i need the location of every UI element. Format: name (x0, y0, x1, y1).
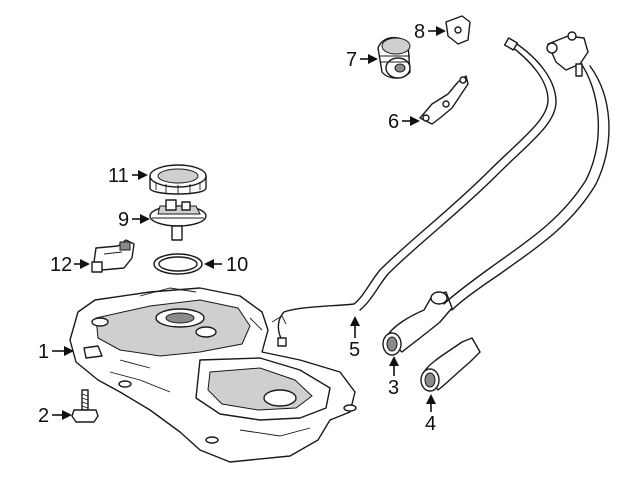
callout-3: 3 (388, 356, 399, 399)
callout-number-12: 12 (50, 254, 72, 276)
callout-4: 4 (425, 394, 436, 435)
mounting-bolt (71, 389, 99, 423)
callout-6: 6 (388, 111, 420, 133)
callout-number-5: 5 (349, 339, 360, 361)
callout-10: 10 (204, 254, 248, 276)
callout-8: 8 (414, 21, 446, 43)
callout-number-8: 8 (414, 21, 425, 43)
vapor-vent-line (271, 37, 557, 347)
callout-number-9: 9 (118, 209, 129, 231)
pump-lock-ring (149, 164, 207, 195)
mounting-bracket (419, 75, 469, 125)
filler-hose-upper (382, 291, 453, 356)
fuel-pump-module (149, 199, 207, 241)
callout-number-7: 7 (346, 49, 357, 71)
callout-12: 12 (50, 254, 90, 276)
callout-2: 2 (38, 405, 72, 427)
callout-9: 9 (118, 209, 150, 231)
callout-number-10: 10 (226, 254, 248, 276)
callout-7: 7 (346, 49, 378, 71)
rubber-bumper (377, 37, 411, 79)
filler-pipe (443, 31, 610, 311)
fuel-tank (69, 287, 357, 463)
callout-11: 11 (108, 165, 148, 187)
callout-1: 1 (38, 341, 74, 363)
retaining-clip (445, 15, 471, 45)
callout-number-1: 1 (38, 341, 49, 363)
callout-number-6: 6 (388, 111, 399, 133)
callout-5: 5 (349, 316, 360, 361)
pump-seal-ring (153, 253, 203, 275)
callout-number-4: 4 (425, 413, 436, 435)
callout-number-3: 3 (388, 377, 399, 399)
callout-number-2: 2 (38, 405, 49, 427)
callout-number-11: 11 (108, 165, 129, 187)
fuel-sensor-connector (91, 239, 135, 273)
filler-hose-lower (420, 337, 481, 392)
